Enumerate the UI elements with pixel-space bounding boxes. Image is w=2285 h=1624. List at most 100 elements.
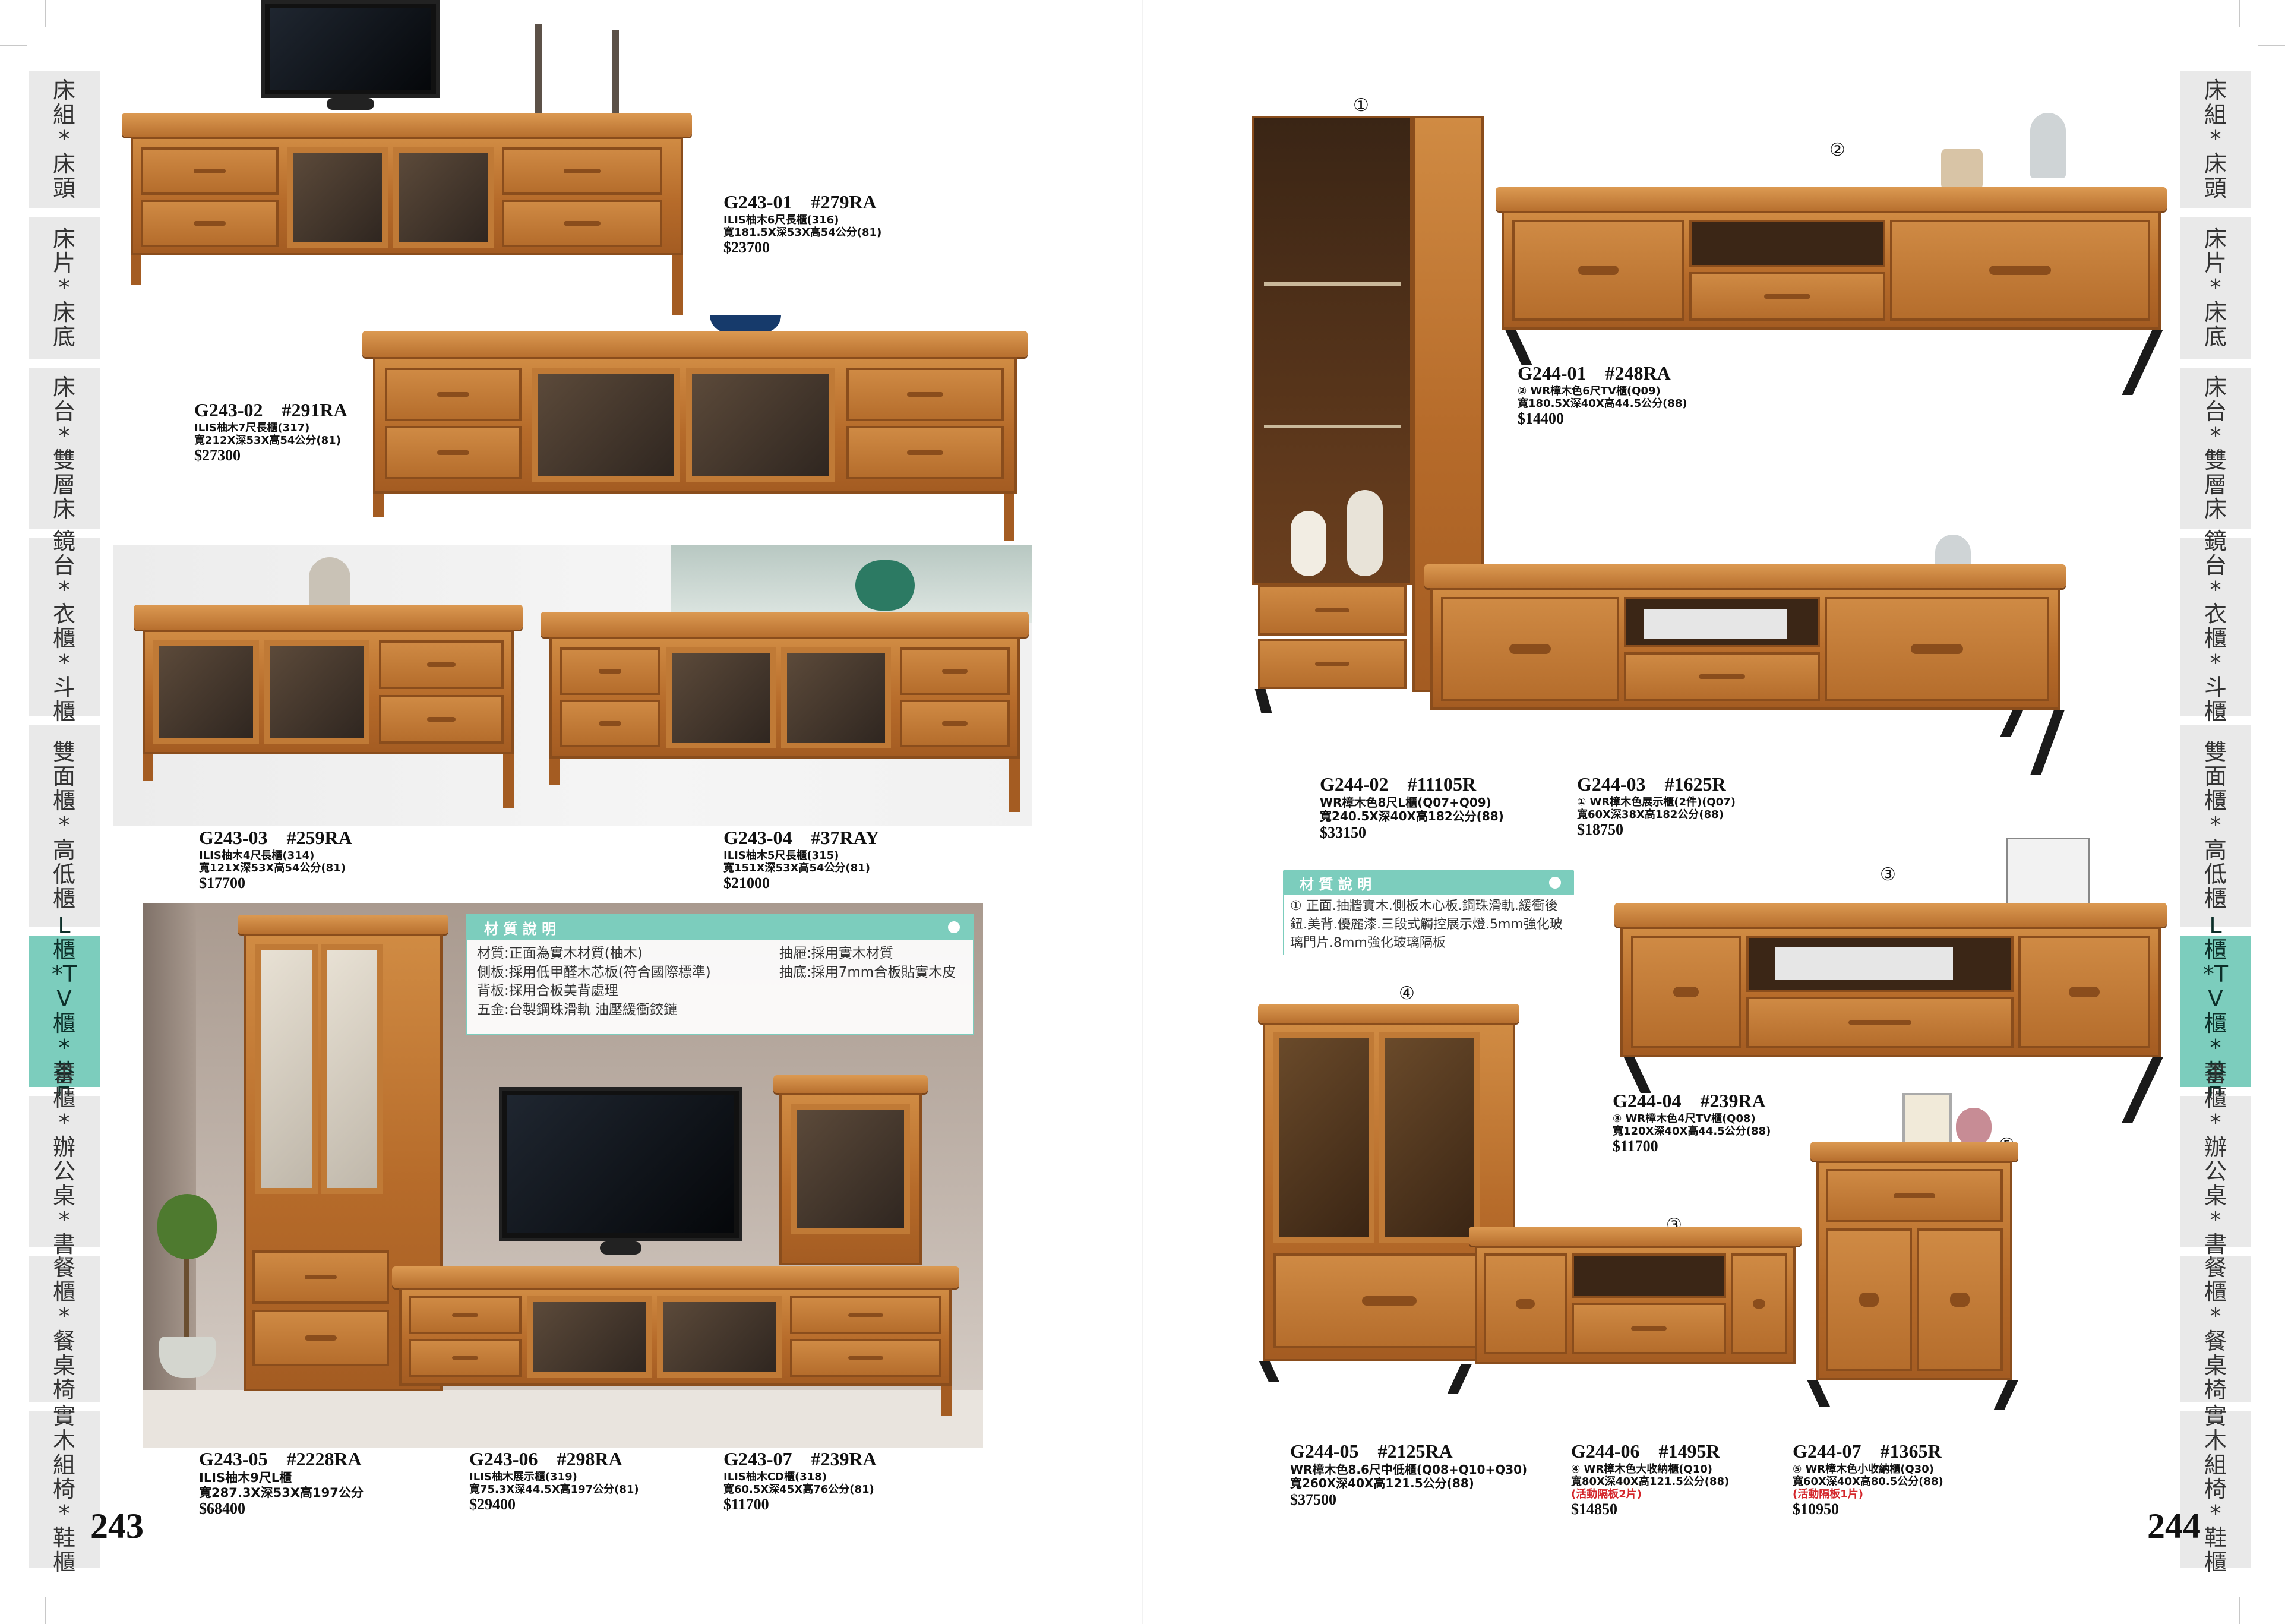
tab-chair-shoe[interactable]: 實木組椅*鞋櫃 [29, 1404, 100, 1575]
caption-g243-01: G243-01 #279RA ILIS柚木6尺長櫃(316) 寬181.5X深5… [723, 191, 881, 257]
tab-dresser[interactable]: 鏡台*衣櫃*斗櫃 [29, 529, 100, 724]
caption-g243-03: G243-03 #259RA ILIS柚木4尺長櫃(314) 寬121X深53X… [199, 827, 352, 893]
product-size: 寬60X深40X高80.5公分(88) [1793, 1475, 1943, 1488]
marker-3a: ③ [1880, 864, 1896, 885]
product-name: ILIS柚木4尺長櫃(314) [199, 849, 315, 862]
drawer [900, 700, 1010, 747]
tab-double-cabinet[interactable]: 雙面櫃*高低櫃 [29, 725, 100, 927]
glass-door [1379, 1032, 1480, 1243]
tab-label: 書櫃*辦公桌*書桌 [52, 1060, 75, 1281]
tab-dining[interactable]: 餐櫃*餐桌椅 [2180, 1256, 2251, 1402]
tab-bed-panel[interactable]: 床片*床底 [2180, 217, 2251, 359]
tab-label: 床組*床頭 [52, 77, 75, 201]
clock [1941, 149, 1983, 190]
product-size: 寬240.5X深40X高182公分(88) [1320, 809, 1504, 824]
product-price: $17700 [199, 874, 245, 892]
drawer [1273, 1253, 1505, 1348]
drawer [790, 1296, 941, 1334]
photo-frame [2006, 838, 2090, 909]
cabinet-door [1631, 936, 1741, 1048]
product-size: 寬60X深38X高182公分(88) [1577, 808, 1724, 821]
glass-door [287, 147, 388, 248]
material-line: 抽底:採用7mm合板貼實木皮 [779, 964, 956, 980]
drawer [502, 200, 662, 247]
tab-label: 雙面櫃*高低櫃 [52, 739, 75, 912]
product-size: 寬120X深40X高44.5公分(88) [1613, 1124, 1771, 1138]
product-name: ① WR樟木色展示櫃(2件)(Q07) [1577, 795, 1736, 808]
cabinet-door [1512, 220, 1684, 321]
glass-door [153, 640, 259, 744]
tab-bookcase[interactable]: 書櫃*辦公桌*書桌 [29, 1061, 100, 1281]
glass-door [532, 368, 680, 482]
glass-door [527, 1296, 652, 1378]
leg [1807, 1380, 1831, 1407]
tab-bed-set[interactable]: 床組*床頭 [29, 71, 100, 208]
leg [143, 754, 153, 781]
product-name: ⑤ WR樟木色小收納櫃(Q30) [1793, 1462, 1935, 1475]
tab-label: 床組*床頭 [2204, 77, 2227, 201]
glass-shelf [1264, 425, 1401, 428]
product-note: (活動隔板1片) [1793, 1488, 1863, 1501]
crop-mark [0, 45, 27, 46]
material-info-text: 材質:正面為實木材質(柚木)抽屜:採用實木材質 側板:採用低甲醛木芯板(符合國際… [467, 940, 973, 1025]
sculpture [535, 24, 542, 113]
product-size: 寬151X深53X高54公分(81) [723, 861, 870, 874]
caption-g243-05: G243-05 #2228RA ILIS柚木9尺L櫃 寬287.3X深53X高1… [199, 1448, 364, 1518]
tab-bed-set[interactable]: 床組*床頭 [2180, 71, 2251, 208]
tab-label: 鏡台*衣櫃*斗櫃 [52, 527, 75, 725]
photo-frame [1902, 1093, 1952, 1148]
product-size: 寬60.5X深45X高76公分(81) [723, 1483, 874, 1496]
cabinet-door [2018, 936, 2150, 1048]
tab-chair-shoe[interactable]: 實木組椅*鞋櫃 [2180, 1404, 2251, 1575]
cabinet-top [122, 113, 692, 137]
drawer [409, 1296, 522, 1334]
tab-dining[interactable]: 餐櫃*餐桌椅 [29, 1256, 100, 1402]
glass-door [321, 944, 383, 1194]
material-info-header: 材 質 說 明 [467, 915, 973, 940]
leg [503, 754, 514, 808]
tab-label: 床片*床底 [2204, 226, 2227, 350]
cabinet-door [1826, 1228, 1912, 1371]
drawer [1624, 652, 1820, 701]
tab-bed-panel[interactable]: 床片*床底 [29, 217, 100, 359]
leg [1004, 494, 1014, 541]
display-case [1252, 116, 1412, 585]
vase [1956, 1108, 1992, 1146]
crop-mark [45, 1597, 46, 1624]
tab-double-cabinet[interactable]: 雙面櫃*高低櫃 [2180, 725, 2251, 927]
glass-door [791, 1104, 910, 1234]
material-line: 材質:正面為實木材質(柚木) [477, 946, 643, 961]
drawer [141, 200, 279, 247]
leg [2122, 1057, 2163, 1123]
tab-dresser[interactable]: 鏡台*衣櫃*斗櫃 [2180, 529, 2251, 724]
lantern [2030, 113, 2066, 178]
drawer [409, 1339, 522, 1377]
product-code: G243-04 #37RAY [723, 827, 879, 848]
tv-screen [499, 1087, 742, 1241]
material-info-box: 材 質 說 明 材質:正面為實木材質(柚木)抽屜:採用實木材質 側板:採用低甲醛… [466, 914, 974, 1035]
header-dot [1549, 877, 1561, 889]
tab-label: 餐櫃*餐桌椅 [2204, 1255, 2227, 1403]
bowl [710, 315, 781, 333]
marker-4: ④ [1399, 983, 1415, 1004]
product-price: $11700 [1613, 1138, 1658, 1155]
tab-bed-frame[interactable]: 床台*雙層床 [2180, 368, 2251, 529]
product-name: ② WR樟木色6尺TV櫃(Q09) [1518, 384, 1661, 397]
tab-label: 鏡台*衣櫃*斗櫃 [2204, 527, 2227, 725]
product-image-g243-02 [362, 306, 1028, 544]
product-price: $11700 [723, 1496, 769, 1514]
product-size: 寬212X深53X高54公分(81) [194, 434, 341, 447]
leg [941, 1386, 952, 1416]
dvd-player [1775, 947, 1953, 980]
leg [2000, 710, 2024, 737]
tab-bed-frame[interactable]: 床台*雙層床 [29, 368, 100, 529]
crop-mark [45, 0, 46, 27]
dvd-player [1644, 609, 1787, 639]
product-scene-g243-05: 材 質 說 明 材質:正面為實木材質(柚木)抽屜:採用實木材質 側板:採用低甲醛… [143, 903, 983, 1448]
product-name: ILIS柚木9尺L櫃 [199, 1470, 292, 1485]
tv-stand [600, 1241, 641, 1255]
tab-bookcase[interactable]: 書櫃*辦公桌*書桌 [2180, 1061, 2251, 1281]
drawer [252, 1310, 389, 1366]
product-scene-g243-03-04 [113, 545, 1032, 826]
spread-gutter [1142, 0, 1143, 1624]
